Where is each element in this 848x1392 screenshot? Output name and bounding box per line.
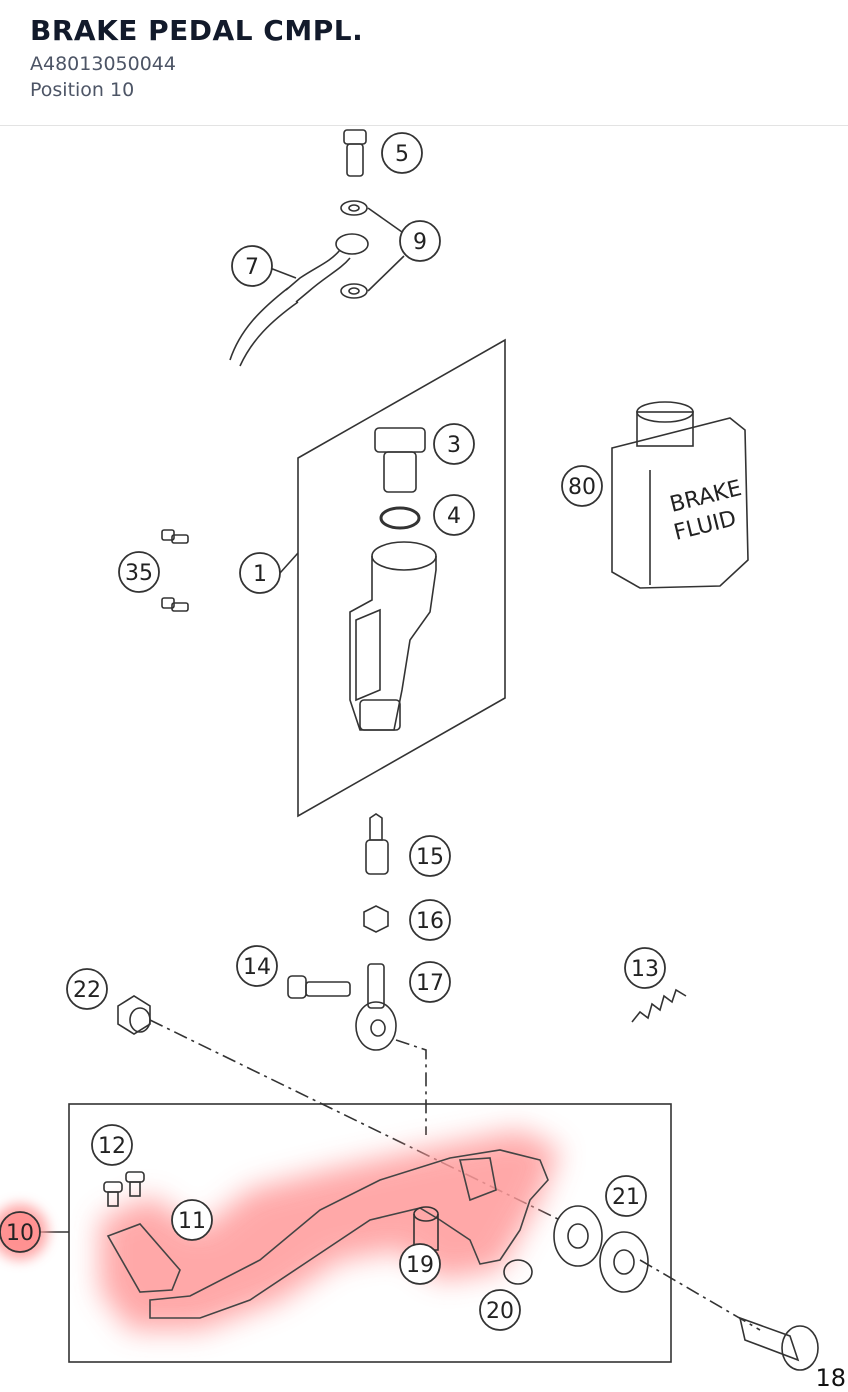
- exploded-parts-diagram: BRAKE FLUID 5973480351151614171322121110…: [0, 129, 819, 1371]
- callout-35[interactable]: 35: [118, 551, 160, 593]
- callout-circle[interactable]: [118, 551, 160, 593]
- bushing-part: [117, 995, 151, 1035]
- part-number: A48013050044: [30, 53, 176, 75]
- callout-label: 19: [406, 1253, 434, 1278]
- callout-10[interactable]: 10: [0, 1211, 41, 1253]
- callout-circle[interactable]: [409, 899, 451, 941]
- callout-label: 21: [612, 1185, 640, 1210]
- callout-circle[interactable]: [433, 494, 475, 536]
- clevis-part: [355, 963, 397, 1051]
- reservoir-cap-part: [374, 427, 426, 493]
- callout-label: 3: [447, 433, 461, 458]
- push-rod-part: [365, 813, 389, 875]
- master-cylinder-kit-outline: [297, 338, 506, 818]
- callout-label: 17: [416, 971, 444, 996]
- page-number: 18: [815, 1364, 846, 1392]
- return-spring-part: [631, 988, 687, 1023]
- callout-5[interactable]: 5: [381, 132, 423, 174]
- spacer-part: [503, 1259, 533, 1285]
- callout-circle[interactable]: [66, 968, 108, 1010]
- brake-pedal-part: [106, 1149, 549, 1319]
- header: BRAKE PEDAL CMPL. A48013050044 Position …: [0, 0, 848, 126]
- o-ring-part: [379, 506, 421, 530]
- brake-hose-part: [229, 233, 369, 367]
- callout-circle[interactable]: [231, 245, 273, 287]
- callout-circle[interactable]: [236, 945, 278, 987]
- callout-label: 22: [73, 978, 101, 1003]
- callout-label: 10: [6, 1221, 34, 1246]
- callout-12[interactable]: 12: [91, 1124, 133, 1166]
- callout-circle[interactable]: [399, 220, 441, 262]
- callout-19[interactable]: 19: [399, 1243, 441, 1285]
- screw-part-lower: [161, 597, 189, 612]
- callouts-layer: 5 9 7 3 4 80 35 1 15 16 14 17 13 22 12 11 10 21 19 20: [0, 132, 666, 1331]
- callout-circle[interactable]: [561, 465, 603, 507]
- callout-22[interactable]: 22: [66, 968, 108, 1010]
- callout-circle[interactable]: [91, 1124, 133, 1166]
- callout-16[interactable]: 16: [409, 899, 451, 941]
- callout-label: 7: [245, 255, 259, 280]
- callout-label: 13: [631, 957, 659, 982]
- callout-circle[interactable]: [0, 1211, 41, 1253]
- callout-label: 80: [568, 475, 596, 500]
- callout-1[interactable]: 1: [239, 552, 281, 594]
- callout-label: 11: [178, 1209, 206, 1234]
- callout-3[interactable]: 3: [433, 423, 475, 465]
- callout-20[interactable]: 20: [479, 1289, 521, 1331]
- screw-part-upper: [161, 529, 189, 544]
- callout-21[interactable]: 21: [605, 1175, 647, 1217]
- callout-label: 14: [243, 955, 271, 980]
- bearing-part: [553, 1205, 649, 1293]
- callout-label: 12: [98, 1134, 126, 1159]
- callout-label: 5: [395, 142, 409, 167]
- callout-11[interactable]: 11: [171, 1199, 213, 1241]
- nut-part: [363, 905, 389, 933]
- callout-80[interactable]: 80: [561, 465, 603, 507]
- callout-circle[interactable]: [381, 132, 423, 174]
- callout-label: 20: [486, 1299, 514, 1324]
- callout-14[interactable]: 14: [236, 945, 278, 987]
- washer-part-upper: [340, 200, 368, 216]
- callout-17[interactable]: 17: [409, 961, 451, 1003]
- callout-7[interactable]: 7: [231, 245, 273, 287]
- callout-circle[interactable]: [624, 947, 666, 989]
- callout-circle[interactable]: [605, 1175, 647, 1217]
- callout-label: 15: [416, 845, 444, 870]
- callout-label: 4: [447, 504, 461, 529]
- master-cylinder-part: [349, 541, 437, 731]
- callout-9[interactable]: 9: [399, 220, 441, 262]
- position-label: Position 10: [30, 79, 135, 101]
- callout-circle[interactable]: [399, 1243, 441, 1285]
- callout-circle[interactable]: [409, 961, 451, 1003]
- highlight-glow: [100, 1130, 560, 1330]
- callout-circle[interactable]: [409, 835, 451, 877]
- callout-13[interactable]: 13: [624, 947, 666, 989]
- callout-label: 16: [416, 909, 444, 934]
- brake-pedal-assembly-outline: [68, 1103, 672, 1363]
- washer-part-lower: [340, 283, 368, 299]
- callout-15[interactable]: 15: [409, 835, 451, 877]
- pin-bolt-part: [287, 975, 351, 999]
- callout-label: 9: [413, 230, 427, 255]
- banjo-bolt-part: [343, 129, 367, 177]
- callout-circle[interactable]: [479, 1289, 521, 1331]
- axle-pin-part: [738, 1316, 819, 1371]
- brake-fluid-can-part: [611, 401, 749, 589]
- callout-circle[interactable]: [239, 552, 281, 594]
- callout-circle[interactable]: [433, 423, 475, 465]
- callout-4[interactable]: 4: [433, 494, 475, 536]
- page-title: BRAKE PEDAL CMPL.: [30, 14, 364, 47]
- callout-label: 35: [125, 561, 153, 586]
- callout-label: 1: [253, 562, 267, 587]
- footrest-screw-part: [103, 1171, 145, 1207]
- callout-circle[interactable]: [171, 1199, 213, 1241]
